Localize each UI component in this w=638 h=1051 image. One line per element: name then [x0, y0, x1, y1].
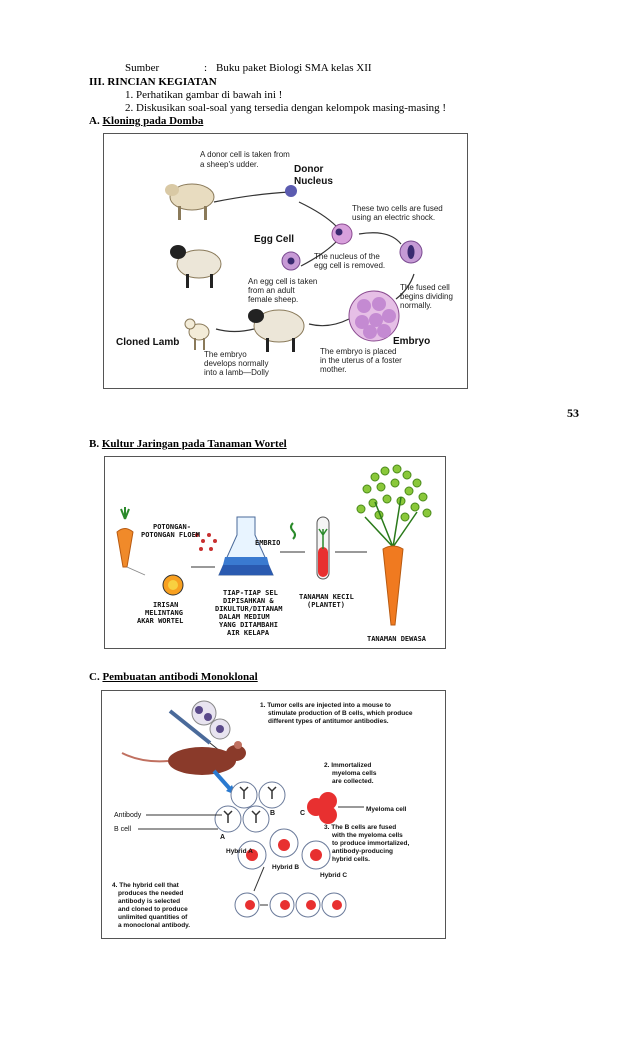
svg-text:Hybrid B: Hybrid B: [272, 864, 299, 871]
section-a-title: Kloning pada Domba: [102, 115, 204, 127]
svg-text:POTONGAN-: POTONGAN-: [153, 523, 191, 531]
step-2: 2. Diskusikan soal-soal yang tersedia de…: [125, 102, 447, 114]
svg-text:TANAMAN DEWASA: TANAMAN DEWASA: [367, 635, 427, 643]
svg-text:These two cells are fused: These two cells are fused: [352, 204, 443, 213]
svg-text:normally.: normally.: [400, 301, 432, 310]
svg-text:An egg cell is taken: An egg cell is taken: [248, 277, 317, 286]
svg-text:The fused cell: The fused cell: [400, 283, 450, 292]
step-1: 1. Perhatikan gambar di bawah ini !: [125, 89, 283, 101]
section-c-title: Pembuatan antibodi Monoklonal: [102, 671, 258, 683]
svg-text:A: A: [220, 834, 225, 841]
svg-text:MELINTANG: MELINTANG: [145, 609, 183, 617]
mouse-icon: [121, 741, 246, 775]
section-b-title: Kultur Jaringan pada Tanaman Wortel: [101, 438, 287, 450]
svg-text:B cell: B cell: [114, 826, 132, 833]
phloem-pieces-icon: [195, 533, 217, 551]
donor-text: A donor cell is taken from: [200, 150, 290, 159]
svg-text:mother.: mother.: [320, 365, 347, 374]
svg-text:Hybrid C: Hybrid C: [320, 872, 347, 879]
svg-text:antibody-producing: antibody-producing: [332, 848, 393, 855]
donor-nucleus-icon: [285, 185, 297, 197]
svg-text:Egg Cell: Egg Cell: [254, 234, 294, 245]
svg-text:hybrid cells.: hybrid cells.: [332, 856, 370, 863]
svg-text:with the myeloma cells: with the myeloma cells: [331, 832, 403, 839]
svg-text:B: B: [270, 810, 275, 817]
svg-text:are collected.: are collected.: [332, 778, 374, 785]
figure-cloning: A donor cell is taken from a sheep's udd…: [103, 133, 468, 389]
svg-text:DALAM MEDIUM: DALAM MEDIUM: [219, 613, 270, 621]
svg-text:begins dividing: begins dividing: [400, 292, 453, 301]
section-b-heading: B. Kultur Jaringan pada Tanaman Wortel: [89, 438, 287, 450]
svg-text:to produce immortalized,: to produce immortalized,: [332, 840, 409, 847]
svg-text:DIPISAHKAN &: DIPISAHKAN &: [223, 597, 274, 605]
svg-text:TIAP-TIAP SEL: TIAP-TIAP SEL: [223, 589, 278, 597]
svg-text:Nucleus: Nucleus: [294, 176, 333, 187]
tumor-cells-icon: [191, 700, 231, 740]
svg-text:unlimited quantities of: unlimited quantities of: [118, 914, 188, 921]
foster-sheep-icon: [248, 309, 305, 352]
source-label: Sumber: [125, 62, 160, 74]
svg-text:into a lamb—Dolly: into a lamb—Dolly: [204, 368, 269, 377]
section-a-heading: A. Kloning pada Domba: [89, 115, 204, 127]
svg-text:1. Tumor cells are injected in: 1. Tumor cells are injected into a mouse…: [260, 702, 391, 709]
fused-cell-icon: [331, 223, 353, 245]
svg-text:Embryo: Embryo: [393, 336, 430, 347]
svg-text:a monoclonal antibody.: a monoclonal antibody.: [118, 922, 190, 929]
svg-text:and cloned to produce: and cloned to produce: [118, 906, 188, 913]
svg-text:Hybrid A: Hybrid A: [226, 848, 253, 855]
svg-text:Donor: Donor: [294, 164, 324, 175]
svg-text:C: C: [300, 810, 305, 817]
svg-text:TANAMAN KECIL: TANAMAN KECIL: [299, 593, 354, 601]
svg-text:DIKULTUR/DITANAM: DIKULTUR/DITANAM: [215, 605, 282, 613]
clone-cells-icon: [234, 892, 347, 918]
svg-text:from an adult: from an adult: [248, 286, 295, 295]
svg-text:The embryo is placed: The embryo is placed: [320, 347, 396, 356]
svg-text:antibody is selected: antibody is selected: [118, 898, 180, 905]
figure-carrot-culture: POTONGAN- POTONGAN FLOEM EMBRIO IRISAN M…: [104, 456, 446, 649]
svg-text:The nucleus of the: The nucleus of the: [314, 252, 380, 261]
donor-sheep-icon: [165, 183, 215, 220]
myeloma-cells-icon: [307, 792, 337, 824]
svg-text:(PLANTET): (PLANTET): [307, 601, 345, 609]
svg-text:using an electric shock.: using an electric shock.: [352, 213, 435, 222]
svg-text:AKAR WORTEL: AKAR WORTEL: [137, 617, 183, 625]
svg-text:YANG DITAMBAHI: YANG DITAMBAHI: [219, 621, 278, 629]
svg-text:The embryo: The embryo: [204, 350, 247, 359]
svg-text:Cloned Lamb: Cloned Lamb: [116, 337, 179, 348]
mature-carrot-icon: [356, 464, 432, 626]
section-title: III. RINCIAN KEGIATAN: [89, 76, 217, 88]
svg-text:produces the needed: produces the needed: [118, 890, 183, 897]
antibody-icon: [223, 786, 277, 823]
svg-text:3. The B cells are fused: 3. The B cells are fused: [324, 824, 396, 831]
svg-text:different types of antitumor a: different types of antitumor antibodies.: [268, 718, 389, 725]
embryo-icon: [348, 290, 400, 342]
svg-text:develops normally: develops normally: [204, 359, 268, 368]
page-number: 53: [567, 406, 579, 420]
svg-text:2. Immortalized: 2. Immortalized: [324, 762, 371, 769]
embryo-icon: [290, 522, 296, 540]
test-tube-icon: [316, 516, 330, 580]
figure-monoclonal: 1. Tumor cells are injected into a mouse…: [101, 690, 446, 939]
svg-text:AIR KELAPA: AIR KELAPA: [227, 629, 270, 637]
svg-text:Antibody: Antibody: [114, 812, 142, 819]
svg-text:IRISAN: IRISAN: [153, 601, 178, 609]
carrot-top-icon: [116, 507, 146, 576]
svg-text:POTONGAN FLOEM: POTONGAN FLOEM: [141, 531, 200, 539]
svg-text:stimulate production of B cell: stimulate production of B cells, which p…: [268, 710, 413, 717]
svg-text:Myeloma cell: Myeloma cell: [366, 806, 407, 813]
svg-text:a sheep's udder.: a sheep's udder.: [200, 160, 258, 169]
source-colon: :: [204, 62, 208, 74]
culture-flask-icon: [218, 516, 274, 576]
svg-text:myeloma cells: myeloma cells: [332, 770, 377, 777]
egg-donor-sheep-icon: [170, 245, 222, 288]
section-c-heading: C. Pembuatan antibodi Monoklonal: [89, 671, 258, 683]
svg-text:egg cell is removed.: egg cell is removed.: [314, 261, 385, 270]
svg-text:EMBRIO: EMBRIO: [255, 539, 280, 547]
svg-text:female sheep.: female sheep.: [248, 295, 298, 304]
svg-text:in the uterus of a foster: in the uterus of a foster: [320, 356, 402, 365]
lamb-icon: [184, 318, 210, 350]
svg-text:4. The hybrid cell that: 4. The hybrid cell that: [112, 882, 180, 889]
hybrid-cells-icon: [237, 828, 331, 870]
source-value: Buku paket Biologi SMA kelas XII: [216, 62, 372, 74]
